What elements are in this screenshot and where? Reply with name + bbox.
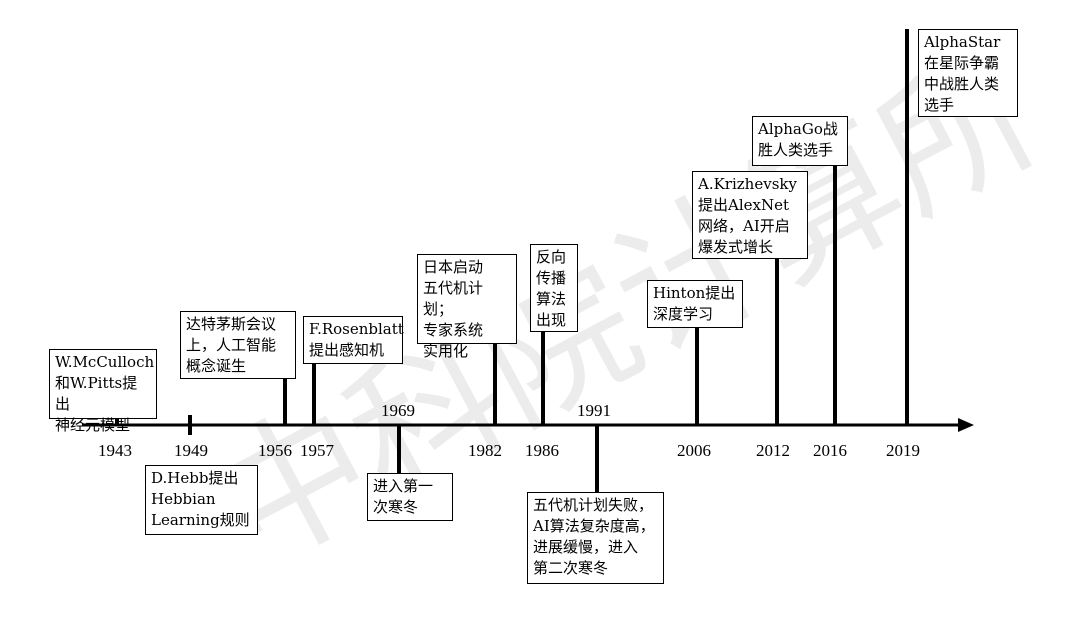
event-box-winter1: 进入第一 次寒冬 [367,473,453,521]
event-box-hebb: D.Hebb提出 Hebbian Learning规则 [145,465,258,535]
year-label-2006: 2006 [677,441,711,460]
timeline-arrowhead [958,418,974,432]
event-box-backprop: 反向 传播 算法 出现 [530,244,578,332]
year-label-1943: 1943 [98,441,132,460]
year-label-1949: 1949 [174,441,208,460]
event-box-alphago: AlphaGo战 胜人类选手 [752,116,848,166]
year-label-2019: 2019 [886,441,920,460]
event-box-fifthgen: 日本启动 五代机计划； 专家系统 实用化 [417,254,517,360]
event-box-hinton: Hinton提出 深度学习 [647,280,743,328]
year-label-2016: 2016 [813,441,847,460]
year-label-1956: 1956 [258,441,292,460]
year-label-1991: 1991 [577,401,611,420]
event-box-rosenblatt: F.Rosenblatt 提出感知机 [303,316,404,364]
event-box-dartmouth: 达特茅斯会议 上，人工智能 概念诞生 [180,311,296,379]
year-label-1957: 1957 [300,441,334,460]
event-box-alexnet: A.Krizhevsky 提出AlexNet 网络，AI开启 爆发式增长 [692,171,808,259]
year-label-1982: 1982 [468,441,502,460]
year-label-2012: 2012 [756,441,790,460]
event-box-winter2: 五代机计划失败， AI算法复杂度高， 进展缓慢，进入 第二次寒冬 [527,492,664,584]
year-label-1986: 1986 [525,441,559,460]
year-label-1969: 1969 [381,401,415,420]
event-box-alphastar: AlphaStar 在星际争霸 中战胜人类 选手 [918,29,1018,117]
event-box-mcculloch: W.McCulloch 和W.Pitts提出 神经元模型 [49,349,157,434]
